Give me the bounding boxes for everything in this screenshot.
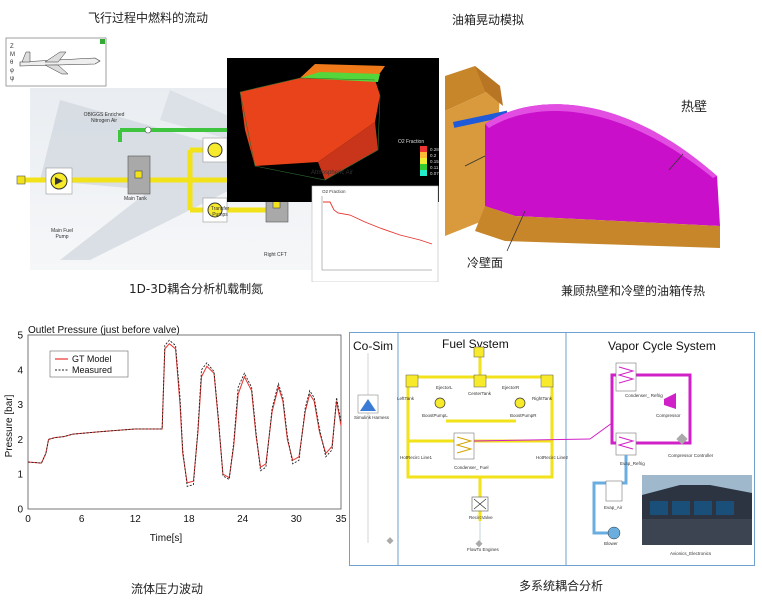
main-fuel-pump-icon — [45, 167, 73, 195]
tank-slosh-view — [445, 66, 720, 252]
svg-text:HotRecirc Line2: HotRecirc Line2 — [536, 455, 569, 460]
fuel-tanks — [386, 346, 554, 548]
x-tick-label: 24 — [237, 514, 249, 525]
condenser-fuel-icon — [453, 432, 475, 460]
caption-tank-slosh: 油箱晃动模拟 — [452, 13, 525, 27]
svg-text:φ: φ — [10, 68, 14, 74]
x-tick-label: 12 — [130, 514, 142, 525]
fuel-system-title: Fuel System — [442, 337, 509, 351]
multi-system-diagram: Co-Sim Fuel System Vapor Cycle System Si… — [353, 333, 752, 565]
plot-frame — [27, 334, 342, 510]
svg-text:0.15: 0.15 — [430, 159, 439, 164]
series-line-1 — [27, 339, 342, 487]
legend-gt-model: GT Model — [72, 354, 111, 364]
svg-text:0.28: 0.28 — [430, 147, 439, 152]
svg-text:FlowTo Engines: FlowTo Engines — [467, 547, 500, 552]
y-tick-label: 3 — [17, 400, 23, 411]
fuel-flow-panel: Z M θ φ ψ — [0, 30, 445, 283]
tank-slosh-panel: 热壁 冷壁面 — [445, 66, 727, 270]
evap-refrig-icon — [615, 432, 637, 456]
svg-text:RecircValve: RecircValve — [469, 515, 493, 520]
o2-mini-chart: O2 Fraction — [311, 185, 439, 283]
svg-text:0.11: 0.11 — [430, 165, 439, 170]
chart-xlabel: Time[s] — [150, 533, 183, 544]
atmospheric-air-label: Atmospheric Air — [311, 170, 353, 176]
svg-text:Evap_Refrig: Evap_Refrig — [620, 461, 645, 466]
caption-pressure-wave: 流体压力波动 — [131, 582, 204, 596]
y-tick-label: 1 — [17, 470, 23, 481]
svg-text:HotRecirc Line1: HotRecirc Line1 — [400, 455, 433, 460]
chart-legend: GT Model Measured — [49, 350, 129, 378]
legend-measured: Measured — [72, 365, 112, 375]
svg-text:Z: Z — [10, 44, 14, 50]
svg-text:BoostPumpL: BoostPumpL — [422, 413, 448, 418]
svg-text:EjectorR: EjectorR — [502, 385, 520, 390]
fuel-flow-diagram: Z M θ φ ψ — [5, 37, 439, 283]
vapor-cycle-title: Vapor Cycle System — [608, 339, 716, 353]
svg-text:RightTank: RightTank — [532, 396, 553, 401]
cold-wall-leader — [506, 210, 526, 252]
svg-text:0.07: 0.07 — [430, 171, 439, 176]
caption-nitrogen: 1D-3D耦合分析机载制氮 — [129, 282, 264, 296]
svg-text:Compressor Controller: Compressor Controller — [668, 453, 714, 458]
svg-text:Compressor: Compressor — [656, 413, 681, 418]
y-tick-label: 0 — [17, 505, 23, 516]
y-tick-label: 2 — [17, 435, 23, 446]
cockpit-photo — [642, 475, 752, 545]
caption-fuel-flow: 飞行过程中燃料的流动 — [88, 11, 209, 25]
svg-text:Simulink Harness: Simulink Harness — [354, 415, 390, 420]
obiggs-label: OBIGGS Enriched Nitrogen Air — [83, 112, 125, 124]
transfer-pump-lower-icon — [202, 197, 228, 223]
multi-system-panel: Co-Sim Fuel System Vapor Cycle System Si… — [349, 332, 755, 566]
x-tick-label: 35 — [335, 514, 347, 525]
svg-text:Evap_Air: Evap_Air — [604, 505, 623, 510]
svg-text:θ: θ — [10, 60, 14, 66]
x-tick-label: 18 — [183, 514, 195, 525]
chart-ylabel: Pressure [bar] — [4, 394, 15, 457]
svg-text:0.2: 0.2 — [430, 153, 437, 158]
caption-multi-system: 多系统耦合分析 — [519, 579, 604, 593]
o2-fraction-legend-title: O2 Fraction — [398, 139, 424, 145]
x-tick-label: 0 — [25, 514, 31, 525]
caption-heat-transfer: 兼顾热壁和冷壁的油箱传热 — [561, 284, 706, 298]
svg-text:ψ: ψ — [10, 76, 14, 82]
hot-wall-label: 热壁 — [681, 100, 708, 115]
svg-text:Condenser_ Fuel: Condenser_ Fuel — [454, 465, 489, 470]
svg-text:LeftTank: LeftTank — [397, 396, 415, 401]
svg-text:M: M — [10, 52, 15, 58]
transfer-pump-upper-icon — [202, 137, 228, 163]
x-tick-label: 30 — [291, 514, 303, 525]
y-tick-label: 5 — [17, 331, 23, 342]
transfer-pumps-label: Transfer Pumps — [210, 206, 230, 218]
compressor-icon — [664, 393, 676, 409]
chart-title: Outlet Pressure (just before valve) — [28, 325, 180, 336]
main-tank-icon — [127, 155, 151, 195]
x-tick-label: 6 — [79, 514, 85, 525]
svg-text:EjectorL: EjectorL — [436, 385, 453, 390]
right-cft-label: Right CFT — [264, 252, 287, 258]
cfd-3d-view: O2 Fraction 0.28 0.2 0.15 0.11 0.07 — [227, 58, 439, 202]
pressure-chart: Outlet Pressure (just before valve) Time… — [4, 325, 347, 544]
blower-icon — [607, 526, 621, 540]
svg-text:CenterTank: CenterTank — [468, 391, 492, 396]
y-tick-label: 4 — [17, 365, 23, 376]
main-tank-label: Main Tank — [124, 196, 147, 202]
main-fuel-pump-label: Main Fuel Pump — [51, 228, 73, 240]
cold-wall-label: 冷壁面 — [467, 256, 504, 270]
hot-wall-leader — [668, 153, 684, 171]
svg-text:Condenser_ Refrig: Condenser_ Refrig — [625, 393, 663, 398]
co-sim-title: Co-Sim — [353, 339, 393, 353]
svg-text:Blower: Blower — [604, 541, 618, 546]
evap-air-icon — [605, 480, 623, 502]
svg-text:O2 Fraction: O2 Fraction — [322, 189, 346, 194]
pressure-chart-panel: Outlet Pressure (just before valve) Time… — [0, 318, 348, 574]
svg-text:Avionics_Electronics: Avionics_Electronics — [670, 551, 712, 556]
svg-text:BoostPumpR: BoostPumpR — [510, 413, 537, 418]
